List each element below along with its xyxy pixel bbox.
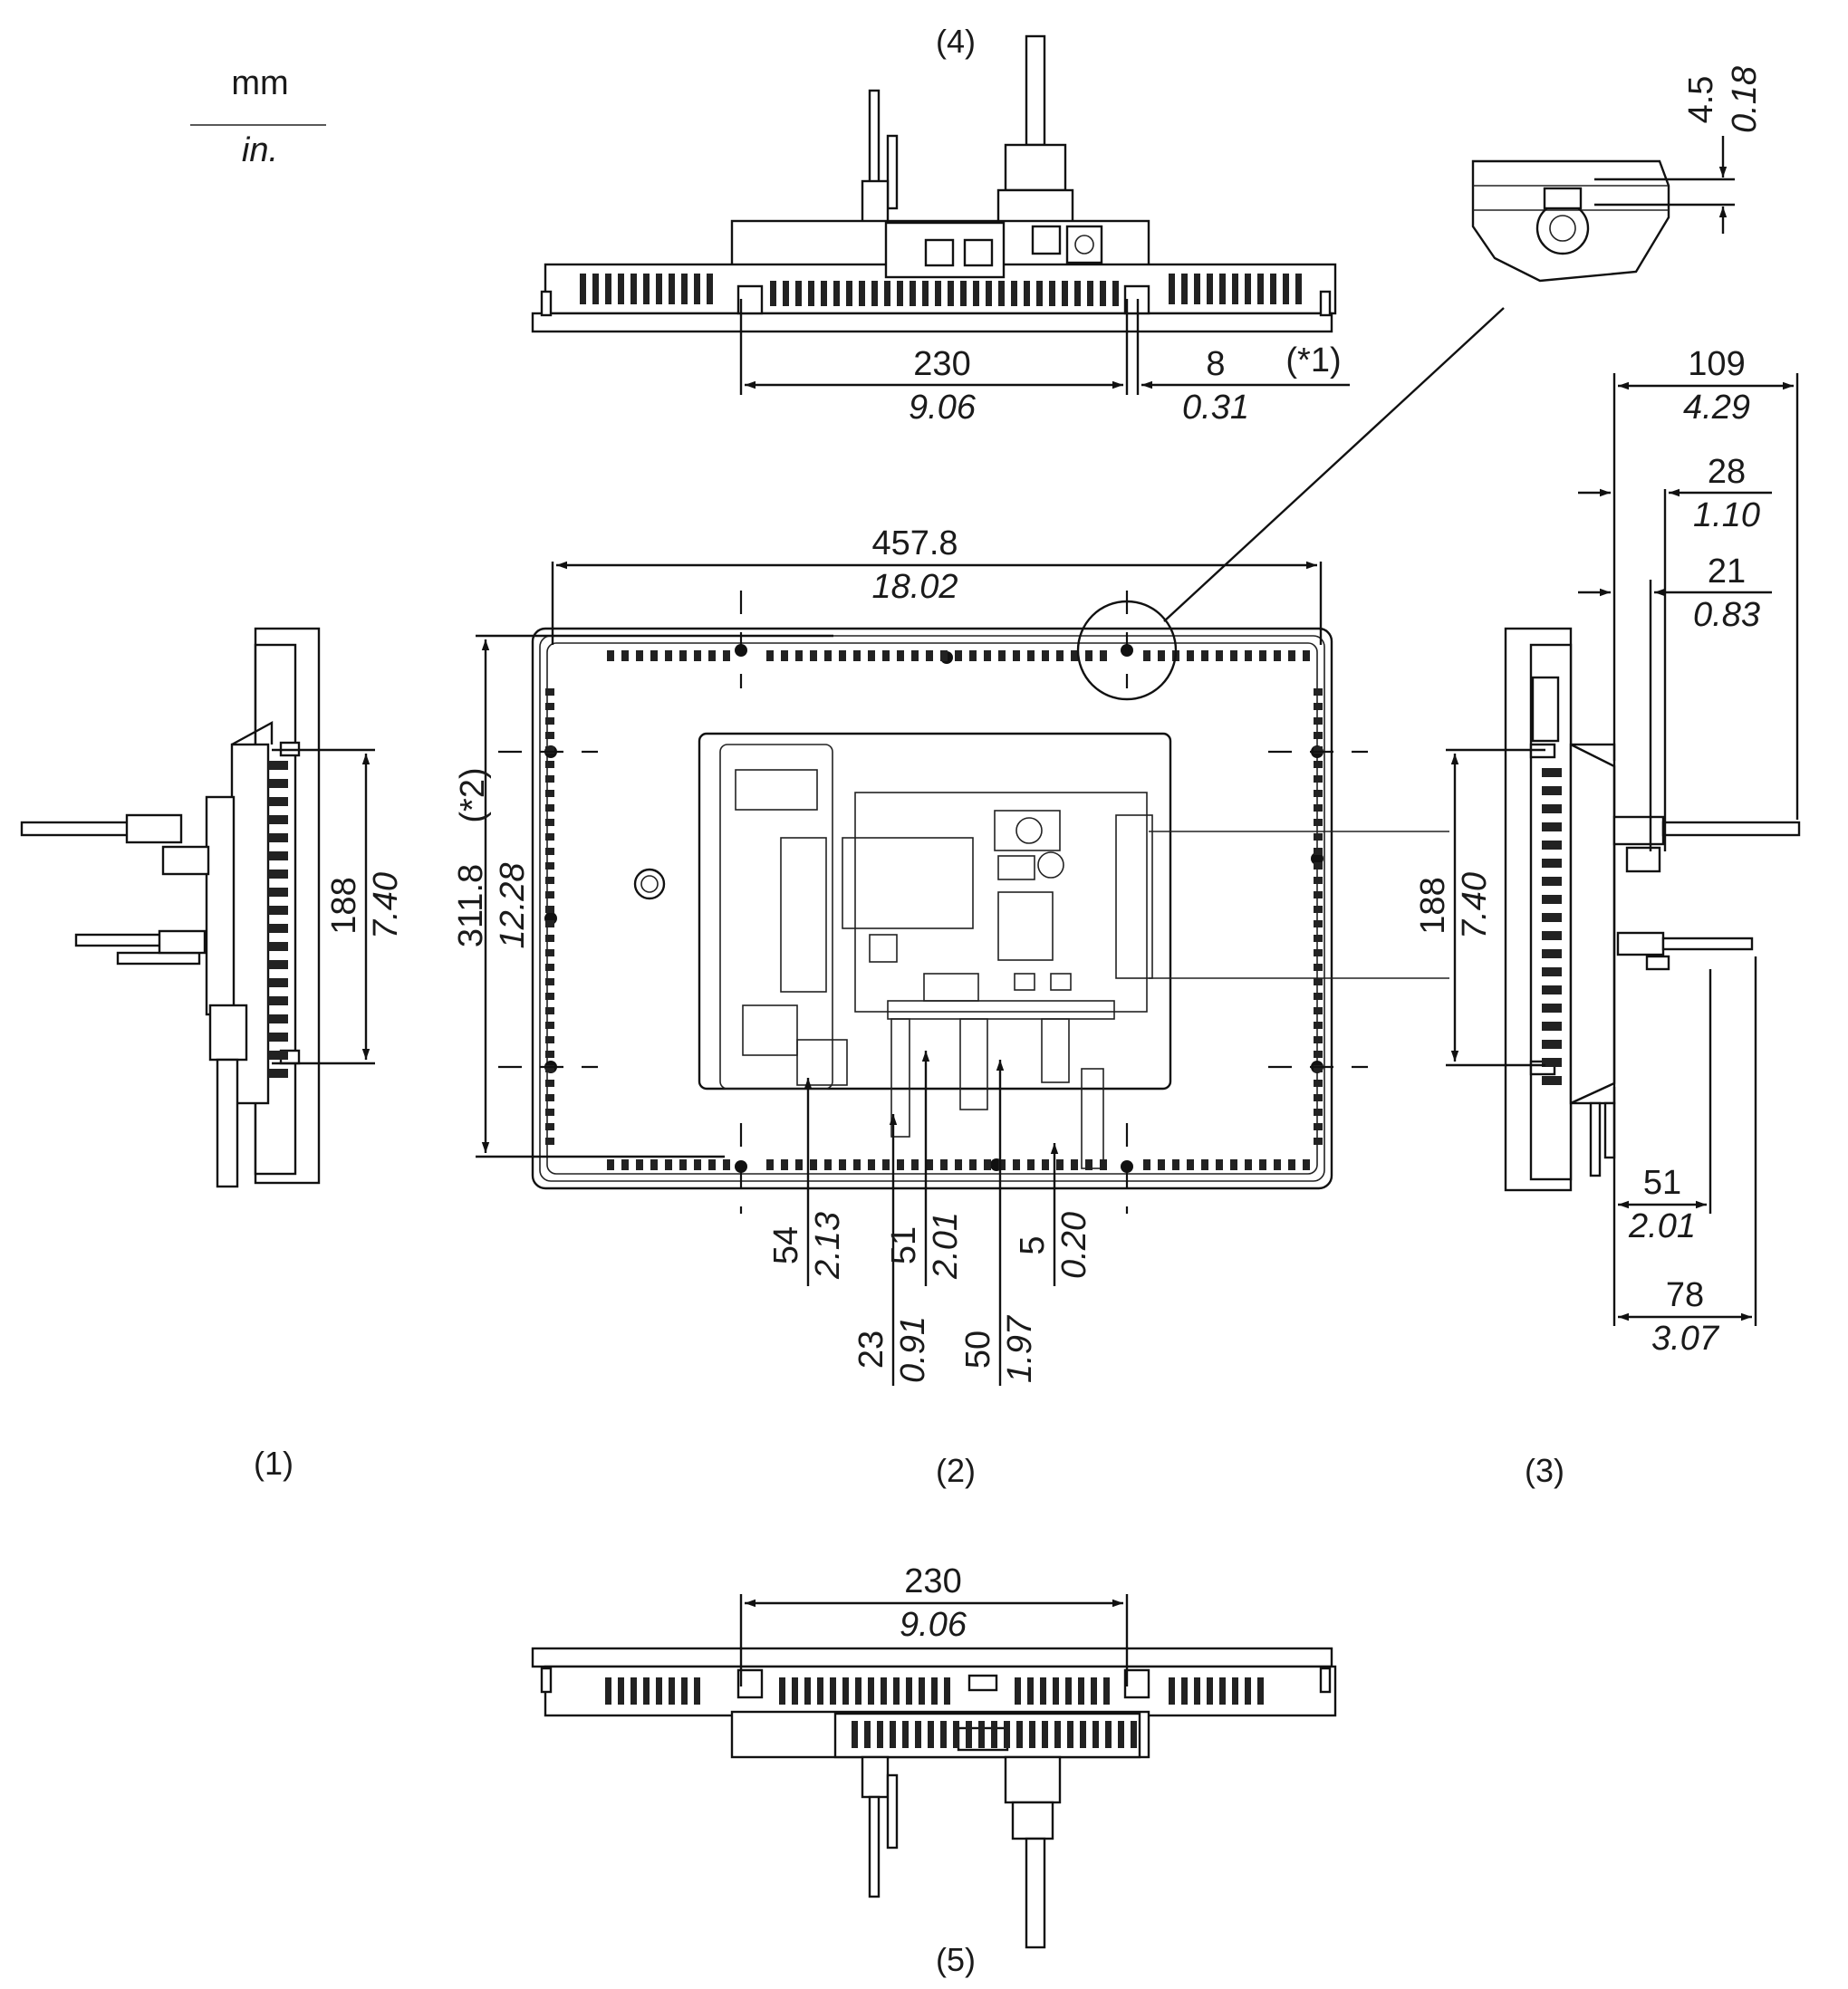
dim-51b-in: 2.01 [927, 1212, 965, 1280]
view-label-4: (4) [936, 23, 976, 60]
dim-r78-mm: 78 [1666, 1276, 1704, 1314]
dim-width-457-mm: 457.8 [871, 524, 958, 562]
view-label-1: (1) [254, 1445, 294, 1482]
top-view [531, 34, 1337, 333]
dim-left-188: 188 7.40 [272, 748, 405, 1065]
dim-r51-mm: 51 [1643, 1164, 1681, 1202]
dim-5-mm: 5 [1014, 1235, 1052, 1254]
dim-top-230: 230 9.06 8 0.31 (*1) [739, 299, 1350, 427]
dim-width-457-in: 18.02 [871, 568, 958, 606]
dim-109-mm: 109 [1688, 345, 1745, 383]
dim-21-in: 0.83 [1693, 596, 1760, 634]
dim-50-mm: 50 [959, 1331, 997, 1369]
view-label-3: (3) [1525, 1452, 1564, 1489]
dim-right-188-in: 7.40 [1456, 872, 1494, 939]
dim-top-230-in: 9.06 [909, 389, 977, 427]
dim-top-8-mm: 8 [1206, 345, 1225, 383]
dim-height-311-mm: 311.8 [452, 864, 490, 947]
rear-view [498, 591, 1449, 1214]
dim-109-in: 4.29 [1683, 389, 1750, 427]
dim-top-230-mm: 230 [913, 345, 970, 383]
dim-23-mm: 23 [852, 1331, 890, 1369]
dim-23-in: 0.91 [894, 1316, 932, 1383]
note-2: (*2) [454, 767, 492, 822]
dim-width-457: 457.8 18.02 [551, 524, 1323, 645]
unit-inch: in. [242, 131, 278, 169]
dim-lower: 54 2.13 51 2.01 5 0.20 23 0.91 50 1.97 [767, 1051, 1093, 1386]
dim-54-in: 2.13 [809, 1212, 847, 1280]
dim-5-in: 0.20 [1055, 1212, 1093, 1279]
dim-height-311: 311.8 12.28 (*2) [452, 634, 833, 1158]
view-label-2: (2) [936, 1452, 976, 1489]
dim-detail-45-in: 0.18 [1726, 66, 1764, 133]
left-side-view [20, 627, 321, 1188]
dim-54-mm: 54 [767, 1226, 805, 1264]
view-label-5: (5) [936, 1941, 976, 1978]
dim-left-188-in: 7.40 [367, 872, 405, 939]
dim-50-in: 1.97 [1001, 1314, 1039, 1383]
dim-right-188-mm: 188 [1414, 877, 1452, 934]
dim-right: 188 7.40 109 4.29 28 1.10 21 0.83 51 2.0… [1414, 345, 1799, 1358]
dim-28-in: 1.10 [1693, 496, 1760, 534]
dim-top-8-in: 0.31 [1182, 389, 1249, 427]
dim-bottom-230-in: 9.06 [900, 1606, 967, 1644]
dim-r51-in: 2.01 [1628, 1207, 1696, 1245]
unit-legend: mm in. [190, 64, 326, 169]
dim-detail-45-mm: 4.5 [1682, 76, 1720, 124]
dim-bottom-230: 230 9.06 [739, 1562, 1129, 1686]
dim-r78-in: 3.07 [1651, 1320, 1720, 1358]
dim-bottom-230-mm: 230 [904, 1562, 961, 1600]
dim-51b-mm: 51 [885, 1226, 923, 1264]
unit-mm: mm [231, 64, 288, 102]
dim-28-mm: 28 [1708, 453, 1746, 491]
dim-21-mm: 21 [1708, 552, 1746, 591]
bottom-view [531, 1647, 1337, 1949]
dim-height-311-in: 12.28 [494, 862, 532, 948]
dim-left-188-mm: 188 [325, 877, 363, 934]
detail-view: 4.5 0.18 [1163, 66, 1764, 622]
note-1: (*1) [1285, 341, 1341, 380]
